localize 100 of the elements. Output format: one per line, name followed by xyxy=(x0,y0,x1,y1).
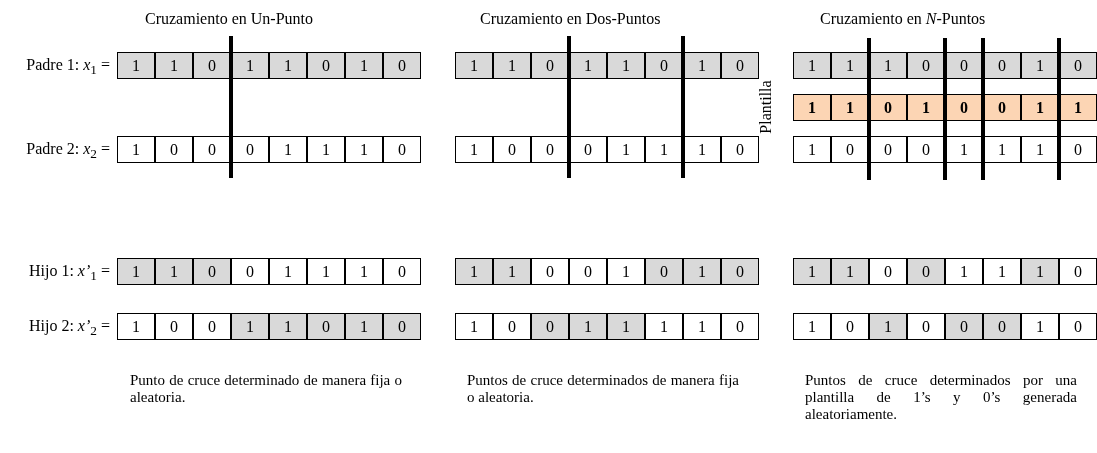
bit-cell: 1 xyxy=(455,136,493,163)
caption-text: Punto de cruce determinado de manera fija o aleatoria. xyxy=(130,372,402,406)
bit-cell: 1 xyxy=(683,136,721,163)
bit-cell: 0 xyxy=(869,258,907,285)
bit-cell: 0 xyxy=(983,52,1021,79)
bit-cell: 0 xyxy=(231,258,269,285)
bit-cell: 0 xyxy=(231,136,269,163)
bit-cell: 1 xyxy=(117,313,155,340)
bit-cell: 1 xyxy=(1021,52,1059,79)
bit-cell: 1 xyxy=(455,313,493,340)
bit-cell: 1 xyxy=(793,313,831,340)
bit-cell: 1 xyxy=(1021,136,1059,163)
panel-title: Cruzamiento en Dos-Puntos xyxy=(480,10,661,28)
row-label: Padre 1: x$_{1}$ = xyxy=(26,56,110,79)
bit-cell: 0 xyxy=(155,136,193,163)
bit-cell: 0 xyxy=(869,94,907,121)
bit-cell: 1 xyxy=(269,258,307,285)
bit-cell: 0 xyxy=(1059,258,1097,285)
bit-cell: 1 xyxy=(455,258,493,285)
bit-cell: 0 xyxy=(383,52,421,79)
bit-cell: 1 xyxy=(869,313,907,340)
bit-cell: 1 xyxy=(793,52,831,79)
bit-cell: 0 xyxy=(193,52,231,79)
bit-cell: 1 xyxy=(1021,94,1059,121)
bit-cell: 1 xyxy=(607,313,645,340)
bit-cell: 0 xyxy=(531,313,569,340)
bit-cell: 0 xyxy=(721,258,759,285)
bit-cell: 1 xyxy=(793,136,831,163)
bit-cell: 0 xyxy=(831,313,869,340)
row-label: Padre 2: x$_{2}$ = xyxy=(26,140,110,163)
bit-cell: 0 xyxy=(493,136,531,163)
bit-cell: 1 xyxy=(645,313,683,340)
bit-cell: 1 xyxy=(269,136,307,163)
bit-cell: 0 xyxy=(569,136,607,163)
bit-cell: 1 xyxy=(607,52,645,79)
bit-cell: 1 xyxy=(269,313,307,340)
bit-cell: 1 xyxy=(683,258,721,285)
bit-cell: 1 xyxy=(831,94,869,121)
bit-cell: 0 xyxy=(1059,136,1097,163)
bit-cell: 1 xyxy=(1021,258,1059,285)
bit-cell: 1 xyxy=(831,258,869,285)
bit-cell: 0 xyxy=(493,313,531,340)
bit-cell: 0 xyxy=(721,313,759,340)
bit-cell: 1 xyxy=(155,258,193,285)
bit-cell: 0 xyxy=(193,258,231,285)
bit-cell: 0 xyxy=(531,136,569,163)
bit-cell: 1 xyxy=(945,258,983,285)
bit-cell: 1 xyxy=(793,258,831,285)
bit-cell: 1 xyxy=(683,52,721,79)
bit-cell: 1 xyxy=(307,258,345,285)
bit-cell: 1 xyxy=(231,52,269,79)
caption-text: Puntos de cruce determinados de manera fija o aleatoria. xyxy=(467,372,739,406)
bit-cell: 0 xyxy=(945,313,983,340)
bit-cell: 1 xyxy=(493,258,531,285)
caption-text: Puntos de cruce determinados por una plantilla de 1’s y 0’s generada aleatoriamente. xyxy=(805,372,1077,423)
bit-cell: 0 xyxy=(907,258,945,285)
bit-cell: 0 xyxy=(383,136,421,163)
bit-cell: 1 xyxy=(117,136,155,163)
bit-cell: 0 xyxy=(983,313,1021,340)
bit-cell: 0 xyxy=(1059,313,1097,340)
row-label: Hijo 2: x’$_{2}$ = xyxy=(28,317,110,340)
bit-cell: 1 xyxy=(569,52,607,79)
bit-cell: 1 xyxy=(493,52,531,79)
bit-cell: 1 xyxy=(607,258,645,285)
panel-title: Cruzamiento en Un-Punto xyxy=(145,10,313,28)
bit-cell: 1 xyxy=(155,52,193,79)
bit-cell: 1 xyxy=(869,52,907,79)
bit-cell: 1 xyxy=(345,313,383,340)
bit-cell: 1 xyxy=(569,313,607,340)
bit-cell: 1 xyxy=(683,313,721,340)
bit-cell: 1 xyxy=(1021,313,1059,340)
bit-cell: 1 xyxy=(607,136,645,163)
bit-cell: 1 xyxy=(269,52,307,79)
bit-cell: 0 xyxy=(531,258,569,285)
bit-cell: 0 xyxy=(983,94,1021,121)
bit-cell: 0 xyxy=(907,136,945,163)
bit-cell: 1 xyxy=(455,52,493,79)
template-label: Plantilla xyxy=(757,80,775,134)
bit-cell: 1 xyxy=(345,136,383,163)
bit-cell: 0 xyxy=(907,52,945,79)
bit-cell: 0 xyxy=(569,258,607,285)
bit-cell: 1 xyxy=(1059,94,1097,121)
bit-cell: 0 xyxy=(907,313,945,340)
bit-cell: 1 xyxy=(117,258,155,285)
bit-cell: 0 xyxy=(645,52,683,79)
panel-title: Cruzamiento en N-Puntos xyxy=(820,10,986,28)
bit-cell: 1 xyxy=(345,258,383,285)
bit-cell: 0 xyxy=(721,52,759,79)
bit-cell: 0 xyxy=(155,313,193,340)
row-label: Hijo 1: x’$_{1}$ = xyxy=(28,262,110,285)
bit-cell: 1 xyxy=(983,136,1021,163)
bit-cell: 0 xyxy=(531,52,569,79)
bit-cell: 1 xyxy=(117,52,155,79)
bit-cell: 0 xyxy=(721,136,759,163)
bit-cell: 0 xyxy=(193,136,231,163)
bit-cell: 0 xyxy=(1059,52,1097,79)
bit-cell: 0 xyxy=(193,313,231,340)
bit-cell: 1 xyxy=(645,136,683,163)
bit-cell: 0 xyxy=(307,52,345,79)
bit-cell: 0 xyxy=(307,313,345,340)
